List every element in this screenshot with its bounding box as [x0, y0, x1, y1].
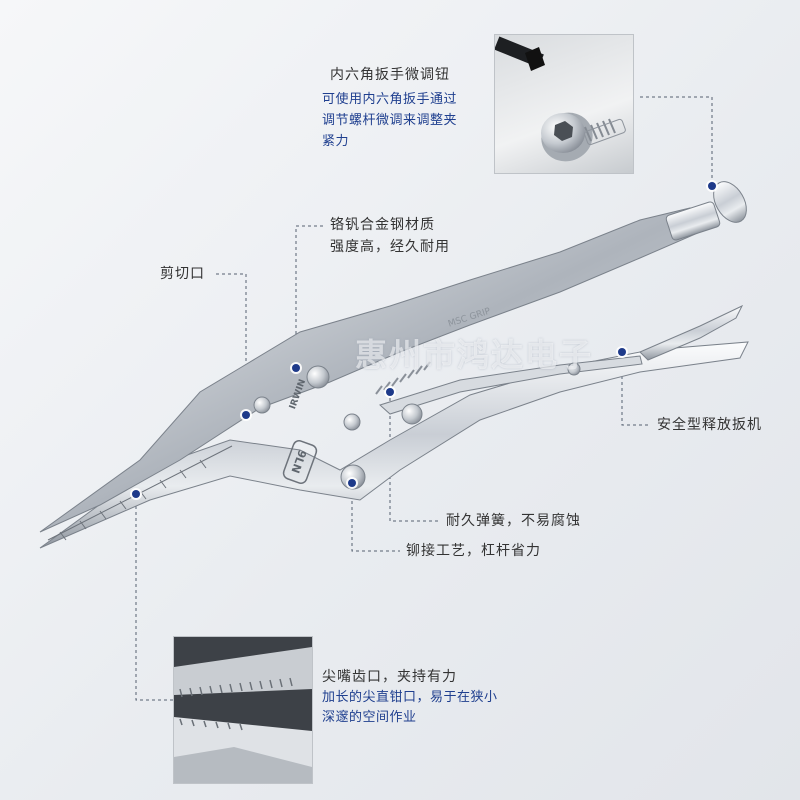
rivet-label: 铆接工艺，杠杆省力: [406, 543, 541, 559]
jaw-desc-line-2: 深邃的空间作业: [322, 710, 417, 725]
spring-label: 耐久弹簧，不易腐蚀: [446, 513, 581, 529]
jaw-desc-line-1: 加长的尖直钳口，易于在狭小: [322, 690, 498, 705]
callout-dot-cutter: [242, 411, 250, 419]
hex-key-desc-line-1: 可使用内六角扳手通过: [322, 92, 458, 107]
callout-dot-jaw: [132, 490, 140, 498]
callout-dot-material: [292, 364, 300, 372]
jaw-title: 尖嘴齿口，夹持有力: [322, 669, 457, 685]
callout-dot-rivet: [348, 479, 356, 487]
hex-key-desc-line-3: 紧力: [322, 134, 350, 149]
hex-key-title: 内六角扳手微调钮: [330, 67, 450, 83]
cutter-label: 剪切口: [160, 266, 205, 282]
watermark: 惠州市鸿达电子: [355, 336, 594, 374]
hex-key-desc-line-2: 调节螺杆微调来调整夹: [322, 113, 458, 128]
callout-dot-knob: [708, 182, 716, 190]
callout-dot-release: [618, 348, 626, 356]
hex-key-knob-closeup: [494, 34, 634, 174]
release-trigger-label: 安全型释放扳机: [657, 417, 762, 433]
callout-dot-spring: [386, 388, 394, 396]
material-line-2: 强度高，经久耐用: [330, 239, 450, 255]
jaw-teeth-closeup: [173, 636, 313, 784]
material-line-1: 铬钒合金钢材质: [330, 217, 435, 233]
